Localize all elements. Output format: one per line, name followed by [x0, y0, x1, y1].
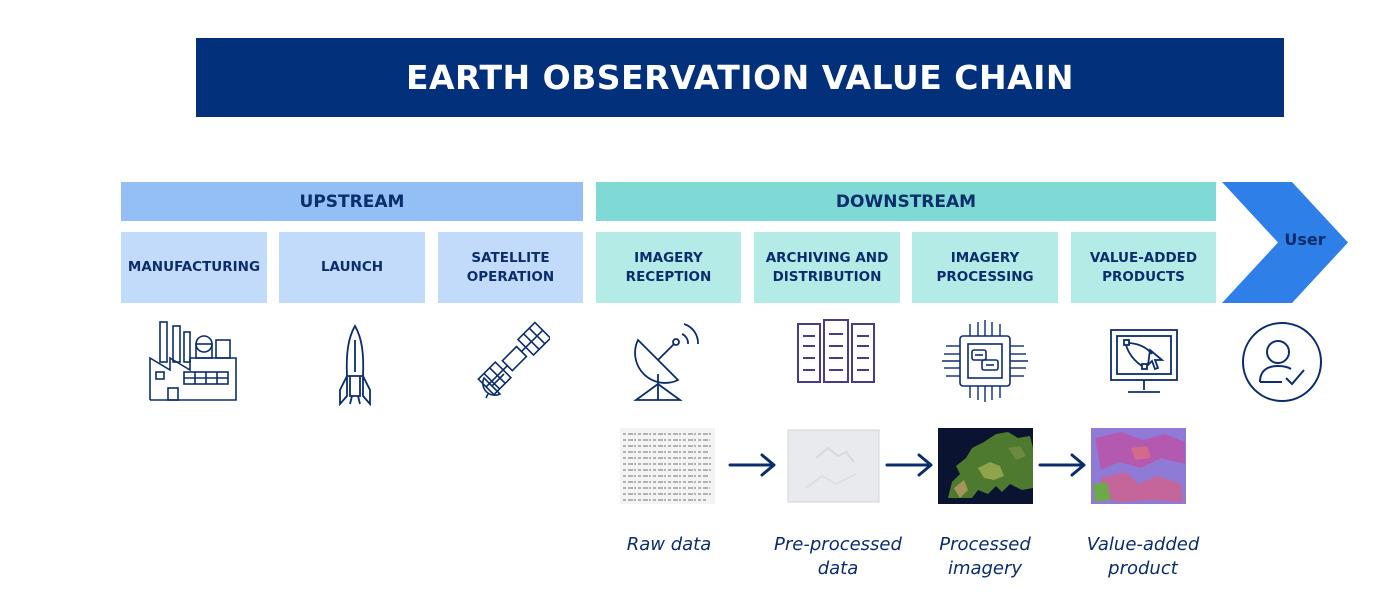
caption-processed-imagery: Processed imagery	[939, 534, 1031, 579]
flow-arrow	[1038, 453, 1086, 477]
value-added-product-thumbnail	[1091, 428, 1186, 504]
upstream-band: UPSTREAM	[121, 182, 583, 221]
rocket-icon	[339, 324, 371, 406]
stage-archiving-distribution: ARCHIVING AND DISTRIBUTION	[754, 232, 900, 303]
satellite-dish-icon	[633, 323, 699, 401]
caption-raw-data: Raw data	[626, 534, 712, 555]
monitor-vector-icon	[1110, 329, 1178, 393]
stage-launch: LAUNCH	[279, 232, 425, 303]
user-chevron	[1222, 182, 1348, 303]
pre-processed-data-thumbnail	[787, 429, 880, 503]
stage-value-added-products: VALUE-ADDED PRODUCTS	[1071, 232, 1216, 303]
user-check-icon	[1242, 322, 1322, 402]
stage-satellite-operation: SATELLITE OPERATION	[438, 232, 583, 303]
downstream-band: DOWNSTREAM	[596, 182, 1216, 221]
caption-value-added-product: Value-added product	[1086, 534, 1200, 579]
server-racks-icon	[797, 319, 875, 383]
processor-chip-icon	[942, 320, 1028, 402]
satellite-icon	[477, 321, 550, 399]
page-title: EARTH OBSERVATION VALUE CHAIN	[196, 38, 1284, 117]
user-label: User	[1284, 230, 1326, 249]
stage-imagery-processing: IMAGERY PROCESSING	[912, 232, 1058, 303]
stage-imagery-reception: IMAGERY RECEPTION	[596, 232, 741, 303]
raw-data-thumbnail	[620, 428, 715, 504]
caption-pre-processed-data: Pre-processed data	[774, 534, 902, 579]
stage-manufacturing: MANUFACTURING	[121, 232, 267, 303]
flow-arrow	[885, 453, 933, 477]
processed-imagery-thumbnail	[938, 428, 1033, 504]
flow-arrow	[728, 453, 776, 477]
factory-icon	[149, 321, 237, 401]
